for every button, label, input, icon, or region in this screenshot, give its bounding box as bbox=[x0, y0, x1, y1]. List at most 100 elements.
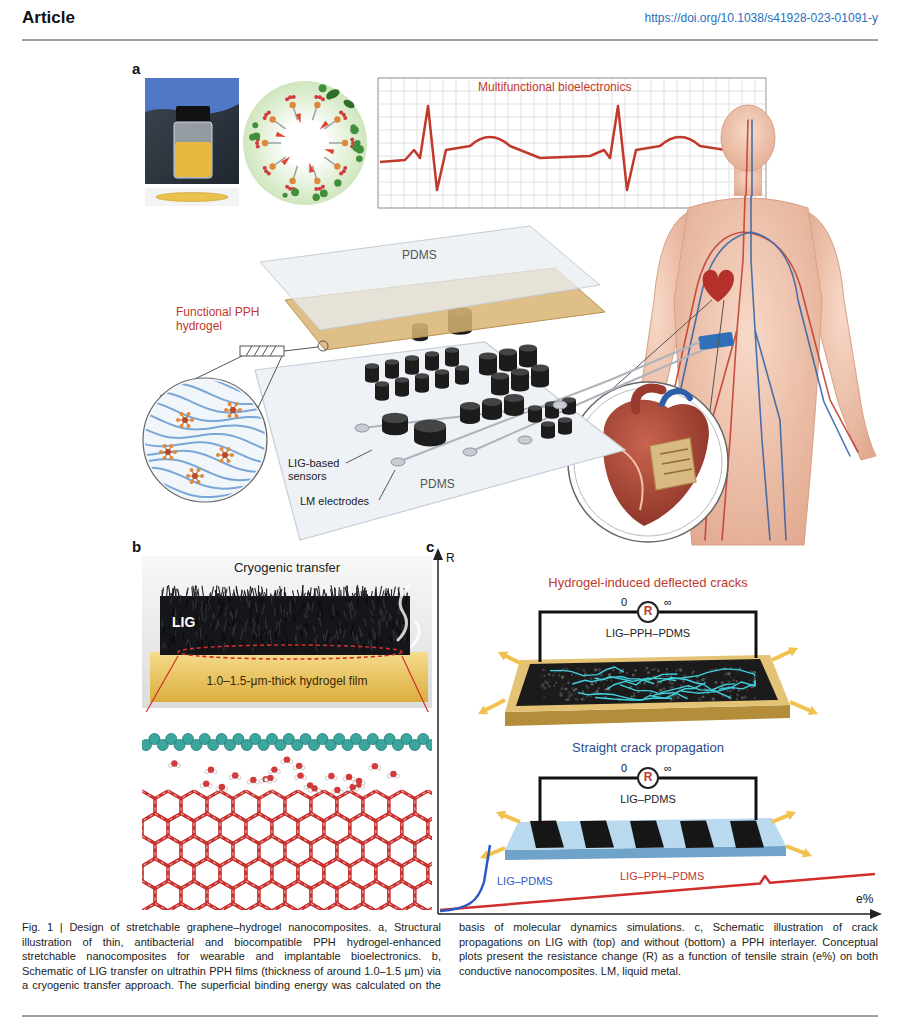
molecular-dynamics-snapshot bbox=[142, 712, 432, 910]
crosslink-cluster bbox=[235, 414, 239, 418]
lm-electrode bbox=[463, 448, 477, 456]
lig-fiber bbox=[252, 588, 254, 598]
lig-sensor bbox=[425, 351, 439, 357]
phosphorylated-polymer-structure bbox=[288, 95, 292, 99]
lig-texture bbox=[634, 669, 636, 671]
phosphorylated-polymer-structure bbox=[243, 81, 367, 205]
node-text: 1.0–1.5-μm-thick hydrogel film bbox=[207, 675, 368, 689]
lig-texture bbox=[594, 668, 597, 671]
lig-sensor bbox=[479, 352, 497, 359]
lig-fiber bbox=[327, 633, 329, 642]
lig-fiber bbox=[233, 589, 235, 598]
lig-sensor bbox=[385, 359, 399, 379]
lig-fiber bbox=[198, 591, 200, 598]
lig-texture bbox=[590, 696, 592, 698]
lig-fiber bbox=[186, 600, 188, 606]
heart-inset bbox=[662, 391, 690, 404]
lig-texture bbox=[651, 669, 654, 672]
lig-fiber bbox=[274, 590, 276, 598]
lig-fiber bbox=[229, 586, 230, 598]
lig-fiber bbox=[317, 612, 320, 617]
lig-fiber bbox=[270, 636, 271, 645]
crack-schematic bbox=[540, 626, 756, 662]
lig-texture bbox=[730, 677, 732, 679]
phosphorylated-polymer-structure bbox=[291, 188, 299, 196]
lig-sensor bbox=[382, 413, 408, 435]
lig-texture bbox=[730, 695, 731, 696]
page-rule bbox=[22, 1016, 878, 1017]
node-text: LIG–PDMS bbox=[620, 793, 676, 806]
meter-scale: 0 bbox=[621, 596, 627, 609]
lig-fiber bbox=[221, 587, 223, 598]
lig-texture bbox=[589, 677, 592, 680]
lig-sensor bbox=[455, 365, 469, 385]
phosphorylated-polymer-structure bbox=[253, 132, 260, 139]
lig-fiber bbox=[236, 586, 238, 598]
lig-fiber bbox=[245, 622, 247, 632]
deflected-crack bbox=[657, 678, 735, 690]
lig-texture bbox=[590, 683, 593, 686]
tension-arrow bbox=[802, 848, 812, 857]
md-atoms bbox=[250, 777, 256, 783]
lig-texture bbox=[741, 696, 744, 699]
cryogenic-transfer-photo bbox=[144, 656, 178, 716]
lig-fiber bbox=[393, 630, 395, 641]
lig-texture bbox=[578, 679, 580, 681]
cryogenic-transfer-photo bbox=[402, 656, 430, 716]
molecular-dynamics-snapshot bbox=[142, 712, 432, 910]
lig-fiber bbox=[385, 588, 387, 598]
callout-label: LM electrodes bbox=[300, 495, 369, 508]
lig-fiber bbox=[356, 591, 357, 598]
lig-sensor bbox=[558, 417, 572, 435]
node-text: Multifunctional bioelectronics bbox=[478, 81, 631, 95]
heart-inset bbox=[568, 382, 728, 542]
lig-texture bbox=[640, 683, 641, 684]
lig-texture bbox=[753, 677, 756, 680]
lig-fiber bbox=[258, 625, 259, 636]
lig-sensor bbox=[460, 402, 480, 410]
crosslink-cluster bbox=[182, 417, 188, 423]
lig-texture bbox=[610, 679, 612, 681]
lig-texture bbox=[729, 689, 732, 692]
lig-sensor bbox=[504, 394, 524, 402]
lig-texture bbox=[542, 668, 545, 671]
lig-fiber bbox=[209, 592, 211, 604]
leader-line bbox=[284, 347, 318, 351]
lig-sensor bbox=[395, 377, 409, 383]
lig-texture bbox=[568, 691, 571, 694]
lig-fiber bbox=[201, 601, 202, 611]
lig-fiber bbox=[401, 624, 403, 631]
lig-fiber bbox=[216, 585, 217, 598]
lm-electrode bbox=[391, 458, 405, 466]
md-atoms bbox=[271, 766, 277, 772]
meter-wire bbox=[540, 612, 637, 626]
lig-texture bbox=[603, 684, 605, 686]
md-atoms bbox=[376, 904, 402, 911]
chart-grid bbox=[378, 104, 766, 105]
lig-fiber bbox=[186, 588, 188, 598]
phosphorylated-polymer-structure bbox=[269, 163, 275, 169]
human-body bbox=[648, 120, 858, 540]
lig-fiber bbox=[218, 606, 219, 614]
curve-label: LIG–PPH–PDMS bbox=[620, 870, 704, 883]
lig-texture bbox=[604, 688, 607, 691]
curve-label: LIG–PDMS bbox=[497, 875, 553, 888]
lig-fiber bbox=[228, 597, 230, 602]
md-atoms bbox=[296, 763, 302, 769]
phosphorylated-polymer-structure bbox=[292, 95, 296, 99]
lig-fiber bbox=[208, 605, 210, 610]
md-atoms bbox=[171, 760, 177, 766]
crack-schematic bbox=[438, 913, 872, 915]
lig-fiber bbox=[205, 615, 206, 622]
lig-sensor bbox=[375, 381, 389, 401]
heart-inset bbox=[622, 450, 643, 510]
lig-fiber bbox=[378, 620, 379, 626]
lig-stripe bbox=[580, 821, 614, 849]
meter-scale: 0 bbox=[621, 762, 627, 775]
lig-sensor bbox=[425, 351, 439, 371]
lig-sensor bbox=[499, 348, 517, 355]
md-atoms bbox=[142, 904, 168, 911]
heart-inset bbox=[660, 449, 692, 474]
